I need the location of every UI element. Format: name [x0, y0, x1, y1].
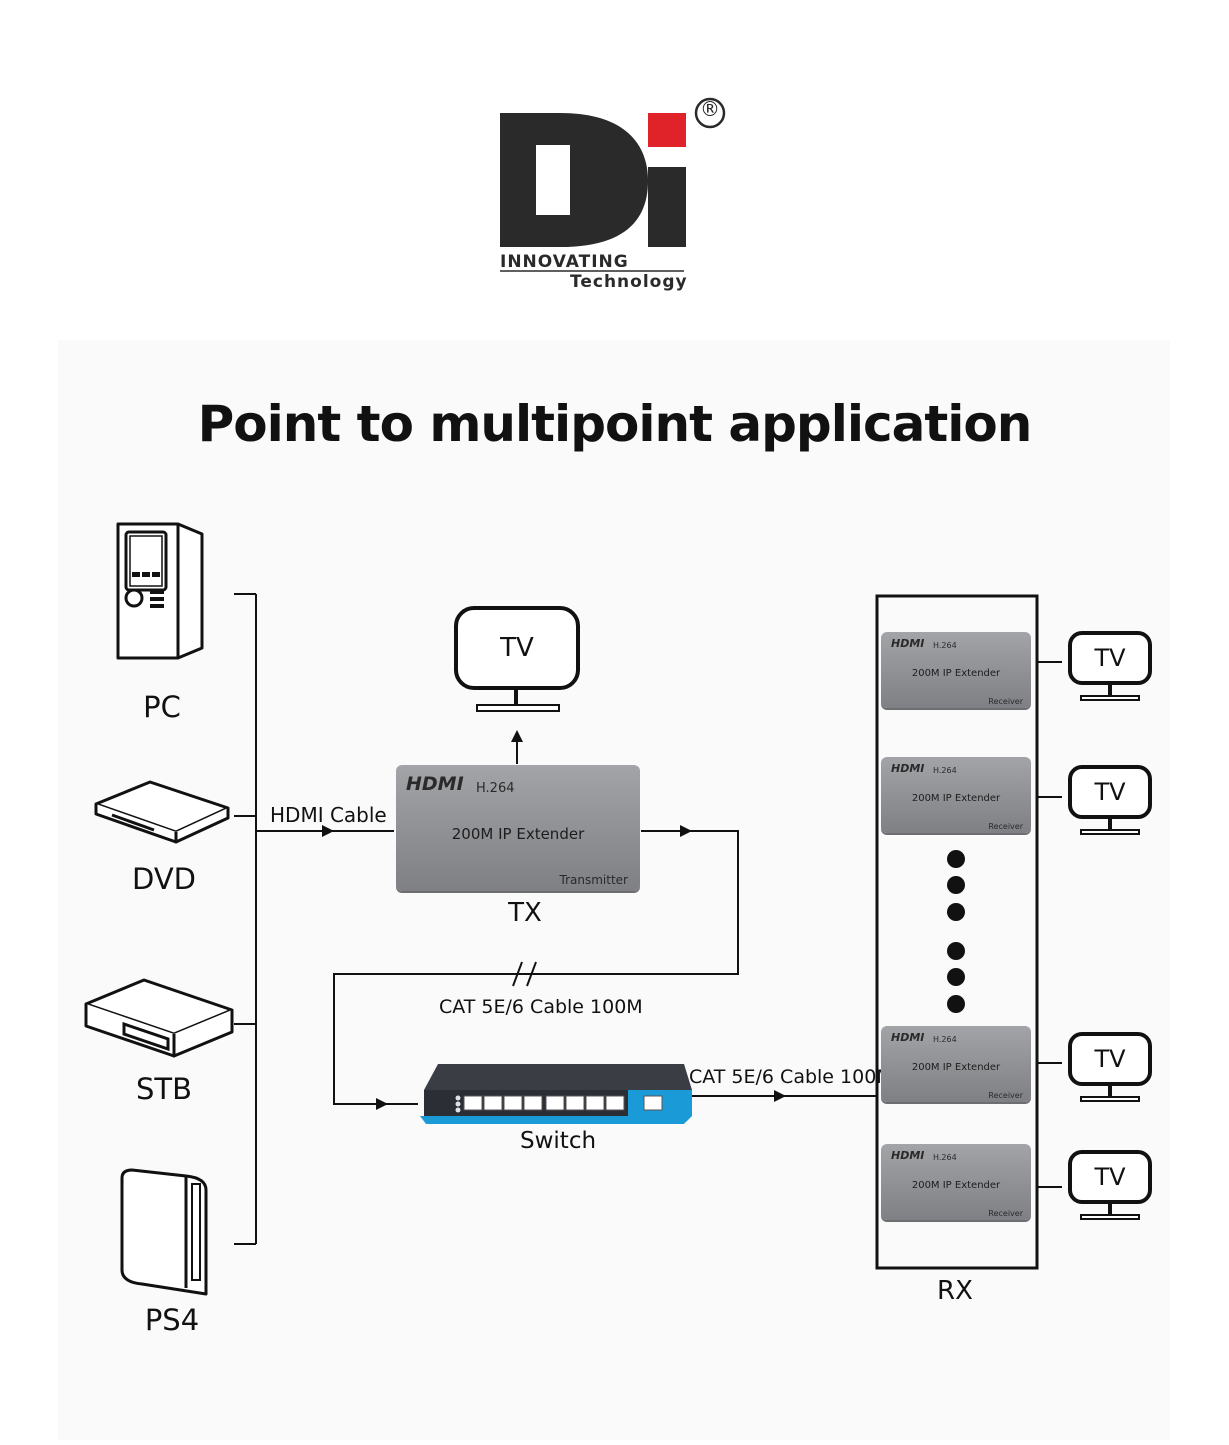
tv-neck — [1108, 819, 1112, 831]
tv-base — [1080, 829, 1140, 835]
cable-break-marks — [512, 961, 537, 987]
hdmi-cable-line — [256, 825, 394, 837]
rx-unit-4: HDMI H.264 200M IP Extender Receiver — [881, 1144, 1031, 1220]
tv-screen-icon: TV — [1068, 631, 1152, 685]
rx-tv-4: TV — [1068, 1150, 1154, 1222]
source-label-pc: PC — [143, 690, 181, 724]
tv-label: TV — [1094, 778, 1126, 806]
rx-to-tv-lines — [1038, 661, 1062, 1188]
tv-screen-icon: TV — [454, 606, 580, 690]
ellipsis-dot — [947, 968, 965, 986]
tv-label: TV — [1094, 644, 1126, 672]
rx-role: Receiver — [988, 822, 1023, 831]
tv-base — [1080, 1096, 1140, 1102]
tx-tv: TV — [454, 606, 580, 716]
logo-tagline-bottom: Technology — [570, 272, 688, 292]
di-logo-graphic — [500, 97, 726, 272]
page-title: Point to multipoint application — [197, 395, 1033, 453]
rx-unit-2: HDMI H.264 200M IP Extender Receiver — [881, 757, 1031, 833]
tx-hdmi-logo: HDMI — [406, 773, 464, 795]
more-units-ellipsis — [947, 850, 967, 1020]
tv-base — [1080, 695, 1140, 701]
tv-screen-icon: TV — [1068, 765, 1152, 819]
ellipsis-dot — [947, 995, 965, 1013]
switch-to-rx-line — [690, 1090, 878, 1102]
tv-neck — [1108, 1086, 1112, 1098]
rx-label: RX — [937, 1276, 973, 1306]
rx-hdmi-logo: HDMI — [891, 1031, 925, 1044]
cat-cable-label-1: CAT 5E/6 Cable 100M — [439, 996, 643, 1018]
tv-label: TV — [1094, 1163, 1126, 1191]
rx-hdmi-logo: HDMI — [891, 637, 925, 650]
tx-to-tv-line — [511, 730, 523, 764]
ellipsis-dot — [947, 942, 965, 960]
rx-name: 200M IP Extender — [911, 1062, 1001, 1073]
brand-logo: ® INNOVATING Technology — [498, 95, 738, 295]
rx-tv-1: TV — [1068, 631, 1154, 703]
tx-label: TX — [508, 898, 542, 928]
tx-to-switch-line — [333, 830, 739, 1105]
ellipsis-dot — [947, 850, 965, 868]
hdmi-cable-label: HDMI Cable — [270, 803, 387, 827]
rx-role: Receiver — [988, 1091, 1023, 1100]
rx-hdmi-logo: HDMI — [891, 1149, 925, 1162]
switch-label: Switch — [520, 1128, 597, 1154]
rx-unit-1: HDMI H.264 200M IP Extender Receiver — [881, 632, 1031, 708]
switch-icon — [420, 1064, 692, 1124]
ellipsis-dot — [947, 876, 965, 894]
source-label-dvd: DVD — [132, 862, 196, 896]
tv-screen-icon: TV — [1068, 1150, 1152, 1204]
source-stb — [82, 976, 237, 1060]
rx-tv-2: TV — [1068, 765, 1154, 837]
rx-codec: H.264 — [933, 766, 957, 775]
cat-cable-label-2: CAT 5E/6 Cable 100M — [689, 1066, 893, 1088]
tv-neck — [1108, 1204, 1112, 1216]
rx-tv-3: TV — [1068, 1032, 1154, 1104]
source-bracket — [234, 593, 257, 1245]
tx-device: HDMI H.264 200M IP Extender Transmitter — [396, 765, 640, 891]
source-label-stb: STB — [135, 1072, 193, 1106]
tx-codec: H.264 — [476, 781, 515, 796]
source-ps4 — [116, 1166, 212, 1302]
tv-neck — [514, 690, 518, 704]
rx-hdmi-logo: HDMI — [891, 762, 925, 775]
source-pc — [112, 520, 212, 665]
tv-neck — [1108, 685, 1112, 697]
tv-screen-icon: TV — [1068, 1032, 1152, 1086]
tx-role: Transmitter — [559, 873, 628, 887]
source-label-ps4: PS4 — [144, 1303, 200, 1337]
tv-base — [1080, 1214, 1140, 1220]
rx-role: Receiver — [988, 697, 1023, 706]
pc-tower-icon — [116, 522, 204, 660]
rx-codec: H.264 — [933, 1153, 957, 1162]
source-dvd — [92, 778, 232, 844]
network-switch — [416, 1062, 694, 1132]
dvd-player-icon — [94, 780, 230, 844]
tx-name: 200M IP Extender — [451, 825, 585, 843]
rx-codec: H.264 — [933, 1035, 957, 1044]
rx-codec: H.264 — [933, 641, 957, 650]
game-console-icon — [120, 1168, 208, 1296]
rx-unit-3: HDMI H.264 200M IP Extender Receiver — [881, 1026, 1031, 1102]
logo-tagline-top: INNOVATING — [500, 252, 629, 272]
rx-name: 200M IP Extender — [911, 1180, 1001, 1191]
tv-base — [476, 704, 560, 712]
ellipsis-dot — [947, 903, 965, 921]
rx-name: 200M IP Extender — [911, 668, 1001, 679]
registered-mark: ® — [700, 97, 720, 121]
tv-label: TV — [500, 633, 534, 663]
set-top-box-icon — [84, 978, 234, 1058]
rx-role: Receiver — [988, 1209, 1023, 1218]
rx-frame — [875, 594, 1039, 1270]
tv-label: TV — [1094, 1045, 1126, 1073]
tx-out-arrow — [680, 825, 692, 837]
rx-name: 200M IP Extender — [911, 793, 1001, 804]
switch-in-arrow — [376, 1098, 388, 1110]
